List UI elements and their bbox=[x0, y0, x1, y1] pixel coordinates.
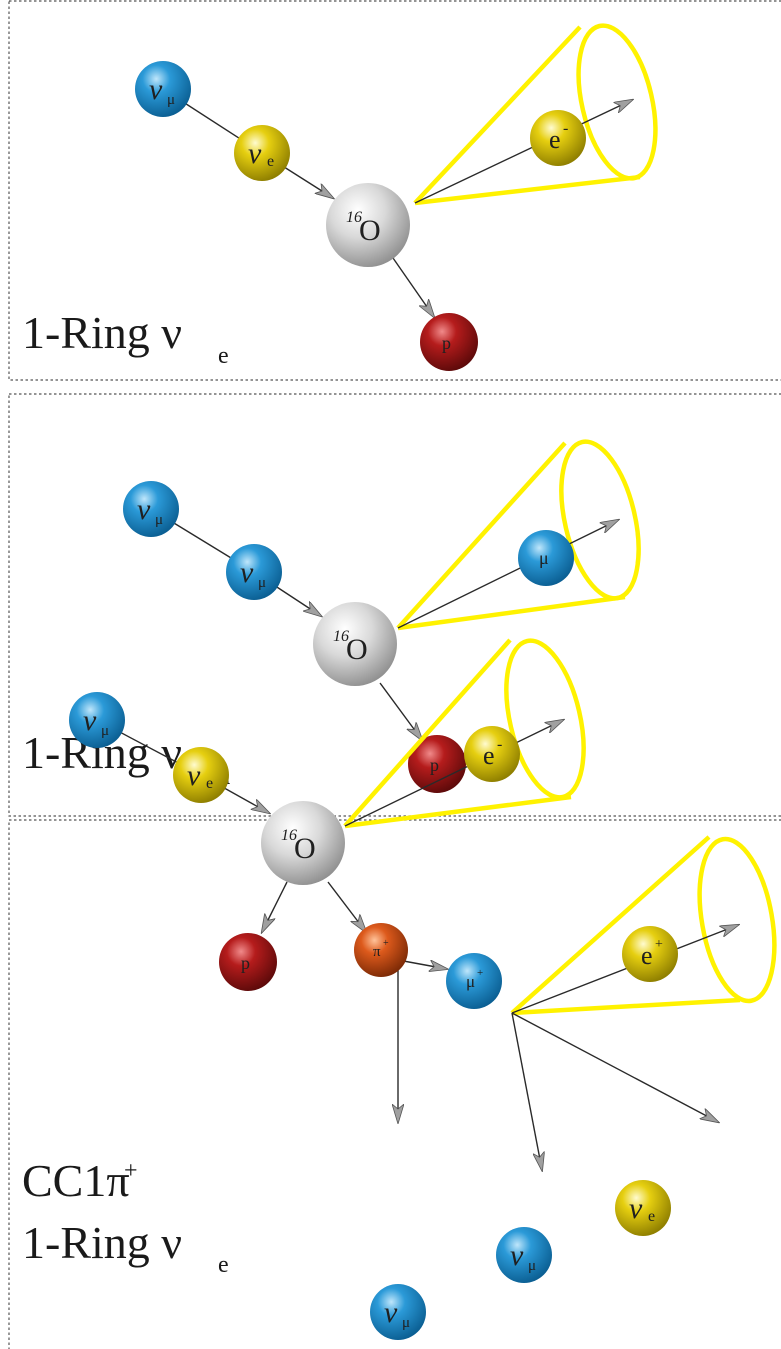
oxygen-nucleus-ball: 16 O bbox=[326, 183, 410, 267]
svg-text:μ: μ bbox=[155, 512, 163, 528]
svg-text:-: - bbox=[497, 736, 502, 753]
proton-ball: p bbox=[408, 735, 466, 793]
nu-mu-ball: ν μ bbox=[123, 481, 179, 537]
pion-to-muon-arrow bbox=[397, 959, 447, 969]
proton-arrow bbox=[379, 682, 422, 740]
svg-text:1-Ring ν: 1-Ring ν bbox=[22, 1217, 182, 1268]
cherenkov-cone-positron bbox=[510, 835, 777, 1016]
svg-text:+: + bbox=[477, 967, 483, 979]
proton-ball: p bbox=[219, 933, 277, 991]
proton-arrow bbox=[262, 881, 288, 932]
svg-text:ν: ν bbox=[384, 1296, 398, 1329]
oxygen-nucleus-ball: 16 O bbox=[261, 801, 345, 885]
oxygen-nucleus-ball: 16 O bbox=[313, 602, 397, 686]
svg-text:16: 16 bbox=[333, 628, 349, 645]
svg-text:p: p bbox=[442, 333, 451, 353]
svg-text:CC1π: CC1π bbox=[22, 1155, 130, 1206]
svg-text:+: + bbox=[655, 937, 663, 952]
svg-text:ν: ν bbox=[149, 73, 163, 106]
svg-text:μ: μ bbox=[101, 723, 109, 739]
cherenkov-cone-electron bbox=[343, 638, 586, 829]
svg-text:e: e bbox=[267, 153, 274, 170]
cherenkov-cone-muon bbox=[396, 439, 641, 631]
svg-text:e: e bbox=[483, 741, 495, 770]
svg-text:μ: μ bbox=[466, 972, 475, 991]
svg-text:e: e bbox=[549, 125, 561, 154]
pion-plus-ball: π + bbox=[354, 923, 408, 977]
svg-text:μ: μ bbox=[402, 1315, 410, 1331]
panel-1-border bbox=[8, 0, 781, 381]
electron-ball: e - bbox=[530, 110, 586, 166]
svg-text:p: p bbox=[430, 755, 439, 775]
nu-mu-ball-2: ν μ bbox=[226, 544, 282, 600]
svg-text:μ: μ bbox=[528, 1258, 536, 1274]
svg-text:+: + bbox=[124, 1158, 138, 1184]
muon-decay-nu-mu-ball: ν μ bbox=[496, 1227, 552, 1283]
svg-text:ν: ν bbox=[248, 137, 262, 170]
muon-nu-mu-arrow bbox=[511, 1012, 542, 1170]
proton-arrow bbox=[392, 257, 434, 317]
svg-text:μ: μ bbox=[539, 548, 549, 568]
muon-arrow bbox=[397, 520, 618, 629]
svg-text:μ: μ bbox=[167, 92, 175, 108]
nu-mu-ball: ν μ bbox=[69, 692, 125, 748]
panel-1-label: 1-Ring ν e bbox=[22, 307, 229, 369]
svg-text:-: - bbox=[563, 120, 568, 137]
svg-text:ν: ν bbox=[83, 704, 97, 737]
svg-text:O: O bbox=[359, 214, 381, 247]
proton-ball: p bbox=[420, 313, 478, 371]
pion-decay-nu-mu-ball: ν μ bbox=[370, 1284, 426, 1340]
svg-text:e: e bbox=[218, 1252, 229, 1278]
nu-e-ball: ν e bbox=[173, 747, 229, 803]
svg-text:16: 16 bbox=[346, 209, 362, 226]
muon-plus-ball: μ + bbox=[446, 953, 502, 1009]
panel-3: ν μ ν e 16 O e - p π + μ + bbox=[8, 638, 781, 1349]
svg-text:e: e bbox=[648, 1208, 655, 1225]
electron-ball: e - bbox=[464, 726, 520, 782]
svg-text:ν: ν bbox=[240, 556, 254, 589]
positron-ball: e + bbox=[622, 926, 678, 982]
panel-1: ν μ ν e 16 O e - p 1-Ring ν e bbox=[8, 0, 781, 381]
svg-text:π: π bbox=[373, 944, 381, 960]
svg-text:ν: ν bbox=[187, 759, 201, 792]
svg-text:e: e bbox=[218, 343, 229, 369]
svg-text:16: 16 bbox=[281, 827, 297, 844]
muon-decay-nu-e-ball: ν e bbox=[615, 1180, 671, 1236]
svg-text:ν: ν bbox=[137, 493, 151, 526]
nu-e-ball: ν e bbox=[234, 125, 290, 181]
panel-2: ν μ ν μ 16 O μ p 1-Ring ν μ bbox=[8, 393, 781, 817]
electron-arrow bbox=[344, 720, 563, 827]
nu-mu-ball: ν μ bbox=[135, 61, 191, 117]
svg-text:p: p bbox=[241, 953, 250, 973]
svg-text:ν: ν bbox=[510, 1239, 524, 1272]
panel-2-border bbox=[8, 393, 781, 817]
pion-arrow bbox=[327, 881, 366, 932]
svg-text:+: + bbox=[383, 938, 389, 949]
svg-text:ν: ν bbox=[629, 1192, 643, 1225]
svg-text:μ: μ bbox=[258, 575, 266, 591]
electron-arrow bbox=[414, 100, 632, 204]
panel-3-border bbox=[8, 819, 781, 1349]
svg-text:O: O bbox=[346, 633, 368, 666]
svg-text:e: e bbox=[641, 941, 653, 970]
svg-text:1-Ring ν: 1-Ring ν bbox=[22, 307, 182, 358]
positron-arrow bbox=[511, 925, 738, 1014]
muon-nu-e-arrow bbox=[511, 1012, 718, 1122]
svg-text:e: e bbox=[206, 775, 213, 792]
panel-3-label: CC1π + 1-Ring ν e bbox=[22, 1155, 229, 1278]
cherenkov-cone-electron bbox=[413, 23, 658, 206]
svg-text:O: O bbox=[294, 832, 316, 865]
muon-ball: μ bbox=[518, 530, 574, 586]
